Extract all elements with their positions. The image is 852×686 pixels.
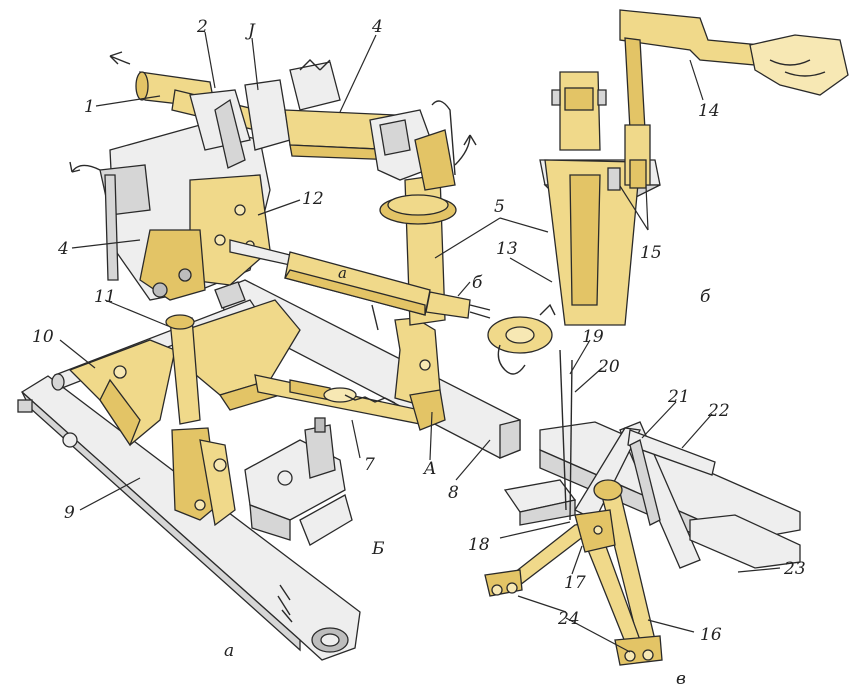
label-2: 2 [196,17,208,37]
vertical-post-5 [369,100,477,331]
rotation-arrow-left [69,161,101,173]
label-16: 16 [700,625,722,645]
label-rod-a: a [338,264,347,282]
label-18: 18 [468,535,490,555]
label-A: A [422,459,436,479]
label-15: 15 [640,243,662,263]
label-B: Б [371,539,385,559]
label-13: 13 [496,239,518,259]
label-12: 12 [302,189,324,209]
turnbuckle-rod [229,239,556,375]
label-4-left: 4 [57,239,69,259]
label-11: 11 [94,287,116,307]
label-7: 7 [364,455,375,475]
label-10: 10 [32,327,54,347]
label-19: 19 [582,327,604,347]
label-14: 14 [698,101,720,121]
label-sub-a: a [224,641,234,661]
label-22: 22 [707,401,730,421]
label-23: 23 [783,559,806,579]
panel-v-frame [484,349,801,666]
vertical-brace-11 [165,314,236,527]
detail-b-bracket [244,417,353,546]
pto-shaft-1 [109,51,321,169]
label-sub-v: в [676,669,686,686]
label-6: б [472,273,483,293]
lower-link-9 [17,375,361,661]
label-24: 24 [557,609,580,629]
panel-b-hydraulic [539,9,849,326]
label-sub-b: б [700,287,711,307]
label-4-top: 4 [371,17,383,37]
label-20: 20 [597,357,620,377]
label-9: 9 [64,503,75,523]
label-17: 17 [564,573,586,593]
label-8: 8 [448,483,459,503]
fork-a [394,317,446,431]
label-3: J [245,21,256,41]
lift-arm-10 [68,339,176,447]
label-1: 1 [84,97,95,117]
leader-lines [59,31,781,653]
tractor-hitch-assembly [17,51,556,661]
label-21: 21 [667,387,690,407]
hitch-frame [99,124,271,301]
label-5: 5 [494,197,505,217]
